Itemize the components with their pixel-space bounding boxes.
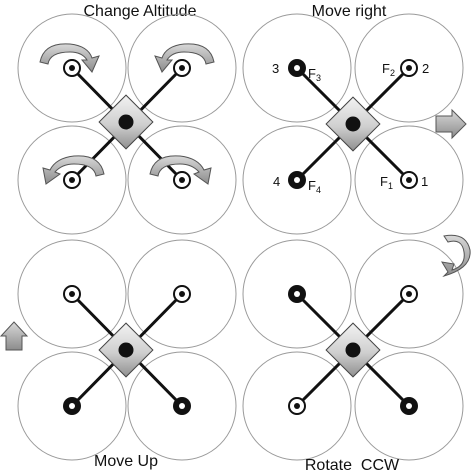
panel-title-change-altitude: Change Altitude bbox=[84, 3, 197, 20]
arrow-right-icon bbox=[435, 108, 467, 140]
rotor-circle-bottom-right bbox=[354, 351, 464, 461]
motor-top-right bbox=[173, 59, 191, 77]
curved-arrow-ccw-icon bbox=[441, 234, 471, 278]
rotor-circle-bottom-left bbox=[242, 351, 352, 461]
arrow-up-icon bbox=[0, 321, 29, 351]
panel-rotate-ccw: Rotate CCW bbox=[242, 234, 471, 474]
panel-move-up: Move Up bbox=[0, 239, 237, 470]
force-label: F3 bbox=[308, 66, 321, 83]
curved-arrow-icon bbox=[149, 155, 212, 185]
rotor-circle-top-left bbox=[242, 13, 352, 123]
motor-number-label: 3 bbox=[272, 61, 279, 76]
panel-title-move-up: Move Up bbox=[94, 453, 158, 470]
center-body bbox=[325, 322, 381, 378]
rotor-circle-top-left bbox=[242, 239, 352, 349]
force-label: F1 bbox=[380, 174, 393, 191]
motor-top-right bbox=[400, 285, 418, 303]
rotor-circle-bottom-left bbox=[17, 351, 127, 461]
motor-top-right bbox=[400, 59, 418, 77]
panel-change-altitude: Change Altitude bbox=[17, 3, 237, 235]
rotor-circle-bottom-left bbox=[242, 125, 352, 235]
curved-arrow-icon bbox=[42, 155, 105, 185]
motor-bottom-left bbox=[288, 171, 306, 189]
motor-bottom-right bbox=[173, 397, 191, 415]
rotor-circle-top-left bbox=[17, 239, 127, 349]
force-label: F4 bbox=[308, 178, 321, 195]
motor-top-left bbox=[288, 59, 306, 77]
rotor-circle-top-left bbox=[17, 13, 127, 123]
motor-number-label: 4 bbox=[273, 174, 280, 189]
center-body bbox=[98, 94, 154, 150]
rotor-circle-top-right bbox=[127, 239, 237, 349]
panel-title-rotate-ccw: Rotate CCW bbox=[305, 457, 400, 474]
motor-top-left bbox=[288, 285, 306, 303]
curved-arrow-icon bbox=[154, 43, 215, 73]
force-label: F2 bbox=[382, 61, 395, 78]
center-body bbox=[325, 96, 381, 152]
curved-arrow-icon bbox=[39, 43, 100, 73]
rotor-circle-top-right bbox=[354, 13, 464, 123]
motor-top-right bbox=[173, 285, 191, 303]
panel-title-move-right: Move right bbox=[312, 3, 387, 20]
rotor-circle-top-right bbox=[127, 13, 237, 123]
rotor-circle-bottom-right bbox=[127, 351, 237, 461]
rotor-circle-bottom-right bbox=[127, 125, 237, 235]
motor-bottom-right bbox=[173, 171, 191, 189]
motor-number-label: 2 bbox=[422, 61, 429, 76]
motor-top-left bbox=[63, 285, 81, 303]
motor-bottom-right bbox=[400, 397, 418, 415]
motor-bottom-left bbox=[63, 171, 81, 189]
center-body bbox=[98, 322, 154, 378]
rotor-circle-bottom-left bbox=[17, 125, 127, 235]
motor-top-left bbox=[63, 59, 81, 77]
motor-bottom-left bbox=[288, 397, 306, 415]
motor-bottom-left bbox=[63, 397, 81, 415]
motor-number-label: 1 bbox=[421, 174, 428, 189]
motor-bottom-right bbox=[400, 171, 418, 189]
panel-move-right: Move right 3 F3 F2 2 4 F4 F1 1 bbox=[242, 3, 467, 235]
rotor-circle-top-right bbox=[354, 239, 464, 349]
rotor-circle-bottom-right bbox=[354, 125, 464, 235]
